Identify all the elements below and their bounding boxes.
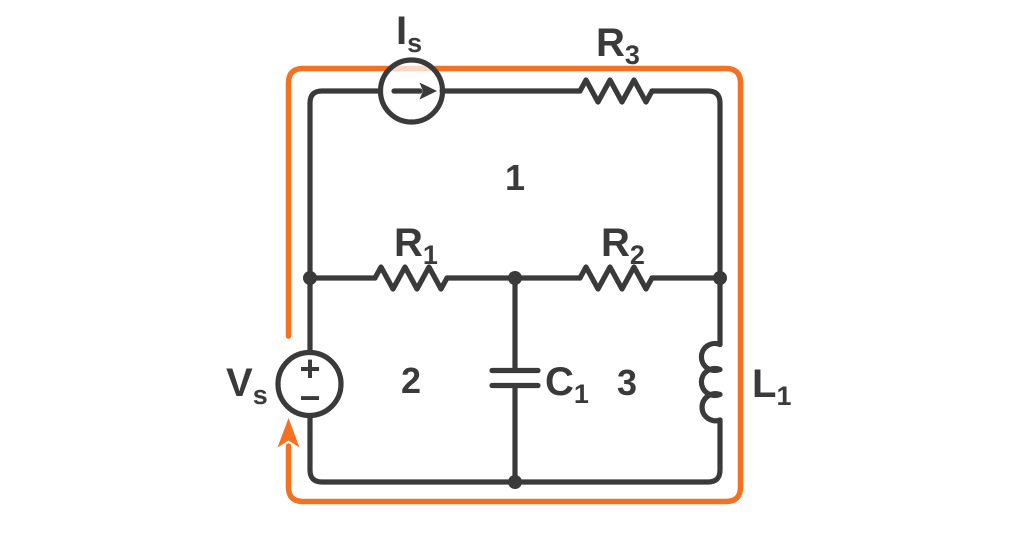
mesh-labels: 1 2 3: [401, 157, 637, 403]
label-l1-sub: 1: [776, 381, 791, 411]
node-center-bottom: [508, 475, 522, 489]
resistors: [372, 77, 655, 292]
label-c1-sub: 1: [574, 379, 589, 409]
capacitor-c1: [489, 367, 541, 389]
label-c1: C1: [545, 360, 589, 409]
supermesh-loop: [277, 65, 744, 505]
resistor-r2-zigzag: [577, 264, 655, 292]
label-r2-main: R: [601, 221, 630, 265]
label-r2-sub: 2: [630, 240, 645, 270]
label-r1-main: R: [394, 221, 423, 265]
mesh-label-2: 2: [401, 360, 421, 401]
label-r3-sub: 3: [625, 40, 640, 70]
label-voltage-source: Vs: [226, 361, 268, 410]
node-right-middle: [713, 271, 727, 285]
label-current-source: Is: [396, 9, 422, 58]
label-r3: R3: [596, 21, 640, 70]
inductor-l1-coil: [698, 340, 723, 424]
label-current-source-main: I: [396, 9, 407, 53]
label-c1-main: C: [545, 360, 574, 404]
label-current-source-sub: s: [407, 28, 422, 58]
mesh-label-1: 1: [505, 157, 525, 198]
label-voltage-source-main: V: [226, 361, 253, 405]
label-voltage-source-sub: s: [253, 380, 268, 410]
circuit-wires: [307, 88, 723, 485]
current-source: [377, 57, 446, 125]
label-l1-main: L: [752, 362, 776, 406]
voltage-source-circle: [275, 349, 344, 419]
label-l1: L1: [752, 362, 791, 411]
voltage-source: + −: [275, 348, 344, 419]
loop-direction-arrow-icon: [277, 418, 300, 448]
component-labels: Is R3 R1 R2 Vs C1 L1: [226, 9, 791, 411]
label-r1: R1: [394, 221, 438, 270]
resistor-r1-zigzag: [372, 264, 450, 292]
voltage-source-minus-sign: −: [299, 377, 320, 418]
label-r1-sub: 1: [423, 240, 438, 270]
label-r3-main: R: [596, 21, 625, 65]
node-center-middle: [508, 271, 522, 285]
node-left-middle: [303, 271, 317, 285]
wire-top-left-and-left-upper: [307, 88, 384, 355]
current-source-arrow-icon: [419, 82, 437, 100]
junction-nodes: [303, 271, 727, 489]
resistor-r3-zigzag: [577, 77, 655, 105]
voltage-source-plus-sign: +: [299, 348, 320, 389]
supermesh-loop-path: [285, 65, 744, 505]
wire-top-right-and-right-upper: [649, 88, 723, 348]
mesh-label-3: 3: [617, 362, 637, 403]
label-r2: R2: [601, 221, 645, 270]
